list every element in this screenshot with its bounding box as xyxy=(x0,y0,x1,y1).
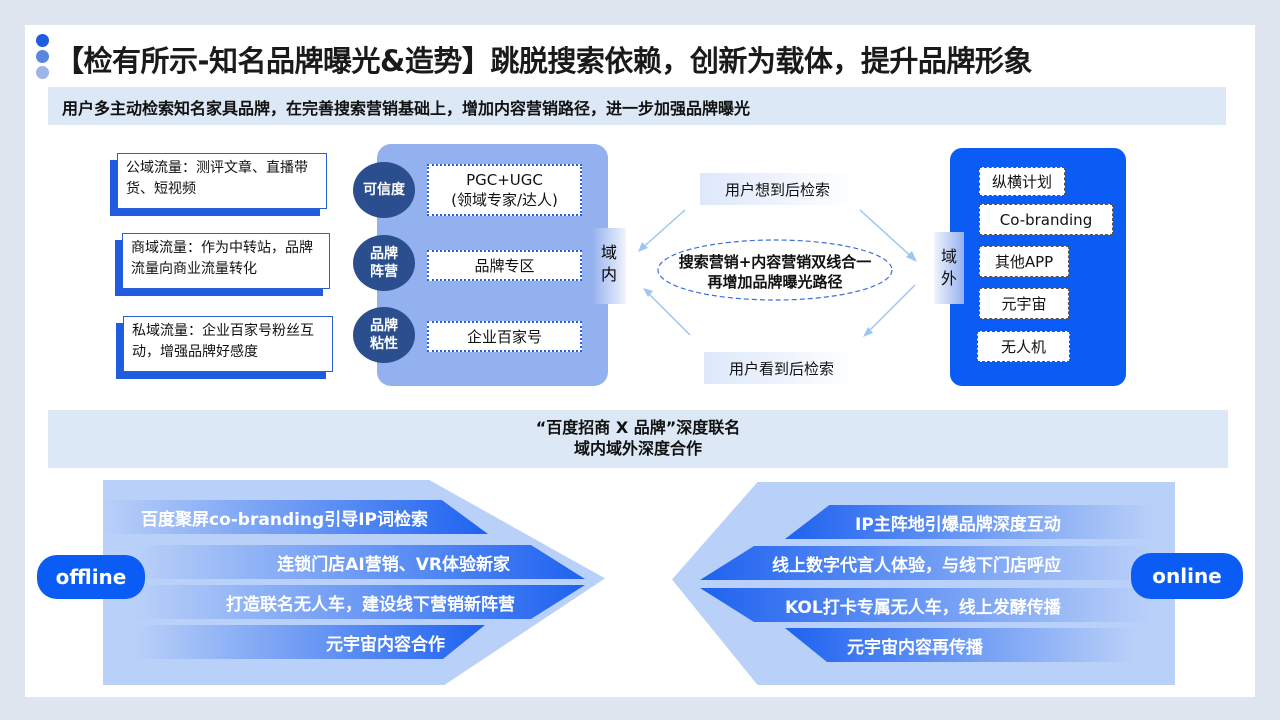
online-item: 线上数字代言人体验，与线下门店呼应 xyxy=(700,546,1150,580)
offline-tag: offline xyxy=(37,555,145,599)
page-title: 【检有所示-知名品牌曝光&造势】跳脱搜索依赖，创新为载体，提升品牌形象 xyxy=(55,44,1032,78)
circle-brand-camp: 品牌阵营 xyxy=(353,235,415,291)
offline-item: 连锁门店AI营销、VR体验新家 xyxy=(135,545,585,579)
cycle-top-label: 用户想到后检索 xyxy=(700,173,855,205)
outer-domain-label: 域 外 xyxy=(934,232,964,304)
outer-item: 无人机 xyxy=(977,331,1070,362)
offline-item: 元宇宙内容合作 xyxy=(135,625,485,659)
box-pgc-ugc: PGC+UGC (领域专家/达人) xyxy=(427,164,582,216)
arrow-head xyxy=(638,242,648,252)
bullet-dot xyxy=(36,34,49,47)
circle-brand-stickiness: 品牌粘性 xyxy=(353,307,415,363)
online-item: IP主阵地引爆品牌深度互动 xyxy=(785,505,1155,539)
arrow-head xyxy=(643,288,653,297)
online-item: 元宇宙内容再传播 xyxy=(785,628,1135,662)
callout-commercial: 商域流量：作为中转站，品牌流量向商业流量转化 xyxy=(122,233,330,289)
box-enterprise-baijiahao: 企业百家号 xyxy=(427,321,582,352)
cycle-bottom-label: 用户看到后检索 xyxy=(704,352,859,384)
inner-domain-label: 域 内 xyxy=(592,228,626,304)
arrow-line xyxy=(639,209,686,251)
outer-item: 纵横计划 xyxy=(979,167,1065,196)
mid-band-line2: 域内域外深度合作 xyxy=(573,439,702,458)
circle-credibility: 可信度 xyxy=(353,162,415,218)
outer-item: 元宇宙 xyxy=(979,288,1069,319)
arrow-head xyxy=(906,251,917,262)
arrow-line xyxy=(644,289,691,336)
online-tag: online xyxy=(1131,553,1243,599)
mid-band-line1: “百度招商 X 品牌”深度联名 xyxy=(535,418,741,437)
arrow-line xyxy=(859,209,916,261)
center-ellipse xyxy=(657,239,893,301)
cycle-arrows xyxy=(638,209,917,337)
mid-band: “百度招商 X 品牌”深度联名 域内域外深度合作 xyxy=(48,410,1228,468)
bullet-dot xyxy=(36,66,49,79)
arrow-head xyxy=(863,327,873,337)
bullet-dot xyxy=(36,50,49,63)
arrow-line xyxy=(864,284,916,336)
callout-public: 公域流量：测评文章、直播带货、短视频 xyxy=(117,153,327,209)
box-brand-zone: 品牌专区 xyxy=(427,250,582,281)
outer-item: 其他APP xyxy=(979,246,1069,277)
cycle-center-text: 搜索营销+内容营销双线合一 再增加品牌曝光路径 xyxy=(678,253,872,291)
offline-item: 打造联名无人车，建设线下营销新阵营 xyxy=(135,585,585,619)
subtitle-band: 用户多主动检索知名家具品牌，在完善搜索营销基础上，增加内容营销路径，进一步加强品… xyxy=(48,87,1226,125)
callout-private: 私域流量：企业百家号粉丝互动，增强品牌好感度 xyxy=(123,316,333,372)
online-item: KOL打卡专属无人车，线上发酵传播 xyxy=(700,588,1150,622)
outer-item: Co-branding xyxy=(979,204,1113,235)
offline-item: 百度聚屏co-branding引导IP词检索 xyxy=(103,500,488,534)
